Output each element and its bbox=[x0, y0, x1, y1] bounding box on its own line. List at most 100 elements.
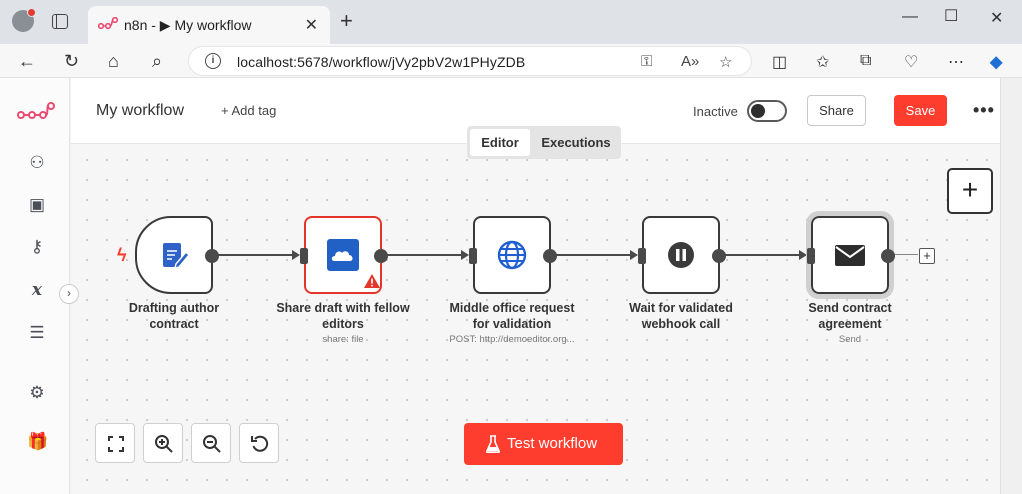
url-text[interactable]: localhost:5678/workflow/jVy2pbV2w1PHyZDB bbox=[237, 54, 526, 70]
output-handle[interactable] bbox=[543, 249, 557, 263]
page-scrollbar[interactable] bbox=[1000, 78, 1022, 494]
node-label-line: for validation bbox=[472, 317, 552, 331]
copilot-icon[interactable]: ◆ bbox=[990, 54, 1003, 71]
reset-zoom-button[interactable] bbox=[239, 423, 279, 463]
variables-icon[interactable]: x bbox=[31, 280, 43, 300]
browser-essentials-icon[interactable]: ♡ bbox=[904, 54, 919, 71]
node-label-line: contract bbox=[149, 317, 199, 331]
add-next-node-button[interactable]: + bbox=[919, 248, 935, 264]
node-label-line: Wait for validated bbox=[629, 301, 733, 315]
add-node-button[interactable]: + bbox=[947, 168, 993, 214]
sidebar-collapse-button[interactable]: › bbox=[59, 284, 79, 304]
read-aloud-icon[interactable]: A» bbox=[681, 53, 700, 70]
connection-arrow bbox=[799, 250, 807, 260]
tab-editor[interactable]: Editor bbox=[470, 129, 530, 156]
workflow-node[interactable] bbox=[806, 211, 895, 299]
connection-edge[interactable] bbox=[212, 254, 298, 256]
node-subtitle: share: file bbox=[322, 334, 364, 345]
tab-actions-icon[interactable] bbox=[52, 14, 68, 29]
node-label: Middle office request for validation bbox=[432, 300, 592, 332]
app-sidebar: ⚇ ▣ ⚷ x ☰ ⚙ 🎁 bbox=[0, 78, 70, 494]
key-icon[interactable]: ⚿ bbox=[641, 53, 653, 70]
input-handle[interactable] bbox=[300, 248, 308, 264]
output-handle[interactable] bbox=[374, 249, 388, 263]
onedrive-cloud-icon bbox=[327, 239, 359, 271]
fit-view-button[interactable] bbox=[95, 423, 135, 463]
more-options-icon[interactable]: ••• bbox=[973, 100, 995, 120]
credentials-key-icon[interactable]: ⚷ bbox=[30, 237, 44, 256]
zoom-out-button[interactable] bbox=[191, 423, 231, 463]
node-label-line: Middle office request bbox=[449, 301, 575, 315]
window-close-icon[interactable]: ✕ bbox=[990, 10, 1004, 27]
site-info-icon[interactable]: i bbox=[205, 53, 221, 69]
n8n-logo-icon[interactable] bbox=[17, 102, 55, 122]
workflow-node[interactable] bbox=[135, 216, 219, 294]
home-icon[interactable]: ⌂ bbox=[108, 51, 119, 71]
toggle-knob bbox=[751, 104, 765, 118]
input-handle[interactable] bbox=[638, 248, 646, 264]
more-menu-icon[interactable]: ⋯ bbox=[948, 54, 964, 71]
output-handle[interactable] bbox=[712, 249, 726, 263]
maximize-icon[interactable]: ☐ bbox=[944, 8, 959, 25]
address-bar[interactable]: i localhost:5678/workflow/jVy2pbV2w1PHyZ… bbox=[188, 46, 752, 76]
connection-arrow bbox=[630, 250, 638, 260]
close-tab-icon[interactable]: ✕ bbox=[304, 17, 318, 34]
browser-tab[interactable]: n8n - ▶ My workflow ✕ bbox=[88, 6, 330, 44]
workflows-icon[interactable]: ⚇ bbox=[29, 153, 45, 172]
whats-new-gift-icon[interactable]: 🎁 bbox=[27, 432, 49, 451]
tab-executions[interactable]: Executions bbox=[541, 135, 611, 150]
address-bar-row: ← ↻ ⌂ ⌕ i localhost:5678/workflow/jVy2pb… bbox=[0, 44, 1022, 78]
refresh-icon[interactable]: ↻ bbox=[64, 51, 80, 71]
test-workflow-button[interactable]: Test workflow bbox=[464, 423, 623, 465]
node-label-line: Send contract bbox=[808, 301, 892, 315]
warning-triangle-icon[interactable] bbox=[364, 274, 380, 288]
node-label-line: agreement bbox=[818, 317, 882, 331]
share-button[interactable]: Share bbox=[807, 95, 866, 126]
notification-dot bbox=[27, 8, 36, 17]
connection-edge[interactable] bbox=[381, 254, 467, 256]
zoom-in-button[interactable] bbox=[143, 423, 183, 463]
connection-edge[interactable] bbox=[719, 254, 805, 256]
connection-arrow bbox=[461, 250, 469, 260]
collections-icon[interactable]: ⧉ bbox=[860, 52, 872, 69]
output-handle[interactable] bbox=[205, 249, 219, 263]
add-tag-link[interactable]: + Add tag bbox=[221, 103, 277, 118]
test-workflow-label: Test workflow bbox=[507, 435, 598, 452]
zoom-in-icon bbox=[155, 435, 173, 453]
workflow-node[interactable] bbox=[300, 216, 388, 294]
view-switcher: Editor Executions bbox=[467, 126, 621, 159]
node-label: Drafting author contract bbox=[94, 300, 254, 332]
open-output-edge bbox=[888, 254, 918, 255]
favorites-icon[interactable]: ✩ bbox=[816, 54, 830, 71]
search-icon[interactable]: ⌕ bbox=[152, 51, 163, 71]
node-subtitle: POST: http://demoeditor.org... bbox=[449, 334, 575, 345]
workflow-node[interactable] bbox=[638, 216, 726, 294]
favorite-star-icon[interactable]: ☆ bbox=[719, 54, 733, 71]
back-icon[interactable]: ← bbox=[18, 51, 36, 71]
split-screen-icon[interactable]: ◫ bbox=[772, 54, 788, 71]
node-label-line: Share draft with fellow bbox=[276, 301, 410, 315]
workflow-name[interactable]: My workflow bbox=[96, 102, 185, 119]
node-label-line: webhook call bbox=[641, 317, 721, 331]
output-handle[interactable] bbox=[881, 249, 895, 263]
settings-gear-icon[interactable]: ⚙ bbox=[29, 383, 45, 402]
flask-icon bbox=[486, 435, 500, 453]
node-label-line: Drafting author bbox=[128, 301, 220, 315]
node-label: Share draft with fellow editors bbox=[263, 300, 423, 332]
input-handle[interactable] bbox=[469, 248, 477, 264]
n8n-favicon-icon bbox=[98, 17, 118, 30]
workflow-node[interactable] bbox=[469, 216, 557, 294]
minimize-icon[interactable]: — bbox=[902, 8, 918, 25]
trigger-bolt-icon: ϟ bbox=[117, 245, 127, 265]
envelope-icon bbox=[835, 245, 865, 266]
document-edit-icon bbox=[163, 243, 190, 269]
executions-list-icon[interactable]: ☰ bbox=[29, 323, 45, 342]
new-tab-icon[interactable]: + bbox=[340, 8, 353, 33]
fit-view-icon bbox=[108, 436, 124, 452]
active-toggle[interactable] bbox=[747, 100, 787, 122]
connection-edge[interactable] bbox=[550, 254, 636, 256]
templates-icon[interactable]: ▣ bbox=[28, 195, 46, 214]
save-button[interactable]: Save bbox=[894, 95, 947, 126]
input-handle[interactable] bbox=[807, 248, 815, 264]
profile-avatar[interactable] bbox=[12, 8, 36, 32]
